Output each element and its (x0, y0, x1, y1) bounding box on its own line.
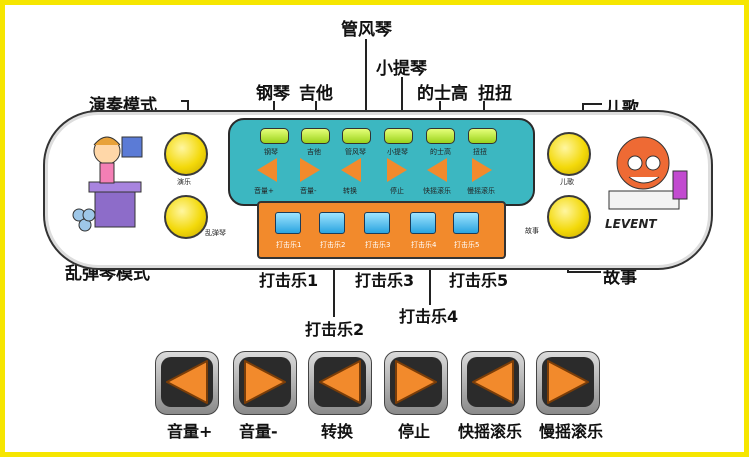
big-volume-down-button[interactable] (233, 351, 297, 415)
violin-button[interactable] (384, 128, 413, 144)
label-niuniu: 扭扭 (478, 84, 512, 104)
percussion-4-button[interactable] (410, 212, 436, 234)
gushi-button[interactable] (547, 195, 591, 239)
button-inner (239, 357, 291, 407)
big-volume-up-button[interactable] (155, 351, 219, 415)
label-small: 儿歌 (560, 178, 574, 186)
erge-button[interactable] (547, 132, 591, 176)
label-small: 快摇滚乐 (423, 187, 451, 195)
label-percussion-4: 打击乐4 (399, 307, 459, 326)
label-small: 打击乐5 (454, 241, 480, 249)
cartoon-face-illustration (597, 133, 697, 233)
label-small: 打击乐2 (320, 241, 346, 249)
piano-button[interactable] (260, 128, 289, 144)
fast-rock-button[interactable] (427, 158, 447, 182)
label-small: 故事 (525, 227, 539, 235)
label-stop: 停止 (398, 422, 431, 441)
twist-button[interactable] (468, 128, 497, 144)
big-slow-rock-button[interactable] (536, 351, 600, 415)
leader-line (567, 271, 601, 273)
label-small: 打击乐3 (365, 241, 391, 249)
label-small: 打击乐1 (276, 241, 302, 249)
button-inner (390, 357, 442, 407)
leader-line (333, 245, 335, 317)
label-slow-rock: 慢摇滚乐 (539, 422, 604, 441)
percussion-5-button[interactable] (453, 212, 479, 234)
leader-line (429, 245, 431, 305)
label-deshigao: 的士高 (417, 84, 468, 104)
label-small: 小提琴 (387, 148, 408, 156)
label-percussion-5: 打击乐5 (449, 271, 509, 290)
label-fast-rock: 快摇滚乐 (458, 422, 523, 441)
label-volume-up: 音量+ (167, 422, 213, 441)
button-inner (467, 357, 519, 407)
right-arrow-icon (547, 360, 589, 404)
label-guanfengqin: 管风琴 (341, 20, 392, 40)
big-switch-button[interactable] (308, 351, 372, 415)
leader-line (582, 103, 602, 105)
jack-in-box-illustration (67, 127, 147, 233)
left-arrow-icon (319, 360, 361, 404)
label-percussion-2: 打击乐2 (305, 320, 365, 339)
label-jita: 吉他 (299, 84, 333, 104)
label-small: 慢摇滚乐 (467, 187, 495, 195)
label-switch: 转换 (321, 422, 354, 441)
label-small: 钢琴 (264, 148, 278, 156)
organ-button[interactable] (342, 128, 371, 144)
label-small: 管风琴 (345, 148, 366, 156)
slow-rock-button[interactable] (472, 158, 492, 182)
label-small: 音量+ (254, 187, 274, 195)
left-arrow-icon (472, 360, 514, 404)
big-fast-rock-button[interactable] (461, 351, 525, 415)
disco-button[interactable] (426, 128, 455, 144)
label-small: 乱弹琴 (205, 229, 226, 237)
label-gangqin: 钢琴 (256, 84, 290, 104)
button-inner (542, 357, 594, 407)
right-arrow-icon (244, 360, 286, 404)
label-volume-down: 音量- (239, 422, 278, 441)
percussion-3-button[interactable] (364, 212, 390, 234)
leader-line (181, 100, 189, 102)
percussion-2-button[interactable] (319, 212, 345, 234)
label-xiaotiqin: 小提琴 (376, 59, 427, 79)
label-percussion-1: 打击乐1 (259, 271, 319, 290)
label-small: 停止 (390, 187, 404, 195)
label-small: 音量- (300, 187, 317, 195)
luantan-mode-button[interactable] (164, 195, 208, 239)
volume-down-button[interactable] (300, 158, 320, 182)
leader-line (365, 39, 367, 127)
logo-text: LEVENT (605, 217, 657, 231)
guitar-button[interactable] (301, 128, 330, 144)
label-small: 演乐 (177, 178, 191, 186)
button-inner (161, 357, 213, 407)
left-arrow-icon (166, 360, 208, 404)
label-small: 吉他 (307, 148, 321, 156)
button-inner (314, 357, 366, 407)
yanzou-mode-button[interactable] (164, 132, 208, 176)
label-small: 转换 (343, 187, 357, 195)
switch-button[interactable] (341, 158, 361, 182)
label-small: 打击乐4 (411, 241, 437, 249)
label-gushi: 故事 (603, 268, 637, 288)
label-percussion-3: 打击乐3 (355, 271, 415, 290)
label-small: 的士高 (430, 148, 451, 156)
label-small: 扭扭 (473, 148, 487, 156)
stop-button[interactable] (387, 158, 407, 182)
leader-line (401, 77, 403, 127)
volume-up-button[interactable] (257, 158, 277, 182)
right-arrow-icon (395, 360, 437, 404)
big-stop-button[interactable] (384, 351, 448, 415)
percussion-1-button[interactable] (275, 212, 301, 234)
